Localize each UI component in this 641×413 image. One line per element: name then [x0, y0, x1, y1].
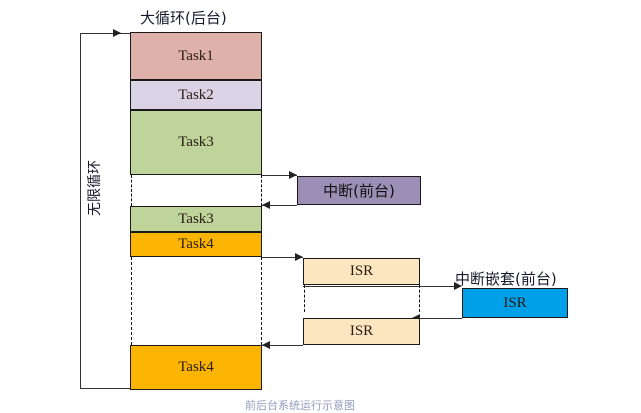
block-task4-resume-label: Task4	[178, 359, 214, 375]
block-task3-resume: Task3	[130, 206, 262, 232]
return-from-isr-arrowhead	[262, 340, 270, 349]
suspend-gap-1-right-guide	[261, 175, 262, 206]
suspend-gap-1-left-guide	[130, 175, 132, 206]
block-task3-resume-label: Task3	[178, 210, 214, 227]
isr-gap-left-guide	[303, 285, 305, 312]
infinite-loop-bracket	[80, 33, 130, 389]
enter-nested-isr-line	[303, 286, 456, 287]
isr-lower-label: ISR	[349, 323, 374, 339]
return-from-interrupt-line	[262, 205, 297, 206]
return-from-interrupt-arrowhead	[262, 200, 270, 209]
interrupt-box-label: 中断(前台)	[323, 182, 395, 200]
suspend-gap-2-right-guide	[261, 257, 262, 345]
block-task2-label: Task2	[178, 86, 214, 103]
suspend-gap-2-left-guide	[130, 257, 132, 345]
return-from-nested-isr-arrowhead	[412, 313, 420, 322]
isr-upper-box: ISR	[303, 258, 420, 285]
infinite-loop-label: 无限循环	[84, 151, 104, 225]
block-task3-first-label: Task3	[178, 134, 214, 150]
loop-restart-arrowhead	[113, 28, 121, 37]
suspend-gap-1	[130, 175, 262, 206]
enter-nested-isr-arrowhead	[454, 281, 462, 290]
block-task1: Task1	[130, 32, 262, 80]
enter-isr-arrowhead	[295, 252, 303, 261]
enter-isr-line	[262, 257, 303, 258]
block-task4-first-label: Task4	[178, 236, 214, 252]
isr-nested-label: ISR	[503, 294, 527, 311]
block-task1-label: Task1	[178, 47, 214, 64]
nested-interrupt-title: 中断嵌套(前台)	[455, 270, 557, 288]
return-from-isr-line	[262, 345, 303, 346]
interrupt-box: 中断(前台)	[297, 176, 421, 205]
block-task2: Task2	[130, 80, 262, 110]
isr-upper-label: ISR	[349, 263, 374, 279]
return-from-nested-isr-line	[419, 318, 462, 319]
enter-interrupt-line	[262, 175, 297, 176]
bottom-caption: 前后台系统运行示意图	[245, 399, 355, 412]
isr-nested-box: ISR	[462, 288, 568, 318]
isr-gap-right-guide	[419, 285, 420, 312]
block-task4-resume: Task4	[130, 345, 262, 390]
suspend-gap-2	[130, 257, 262, 345]
block-task4-first: Task4	[130, 232, 262, 257]
block-task3-first: Task3	[130, 110, 262, 175]
main-loop-title: 大循环(后台)	[140, 9, 227, 27]
isr-lower-box: ISR	[303, 318, 420, 345]
enter-interrupt-arrowhead	[289, 170, 297, 179]
